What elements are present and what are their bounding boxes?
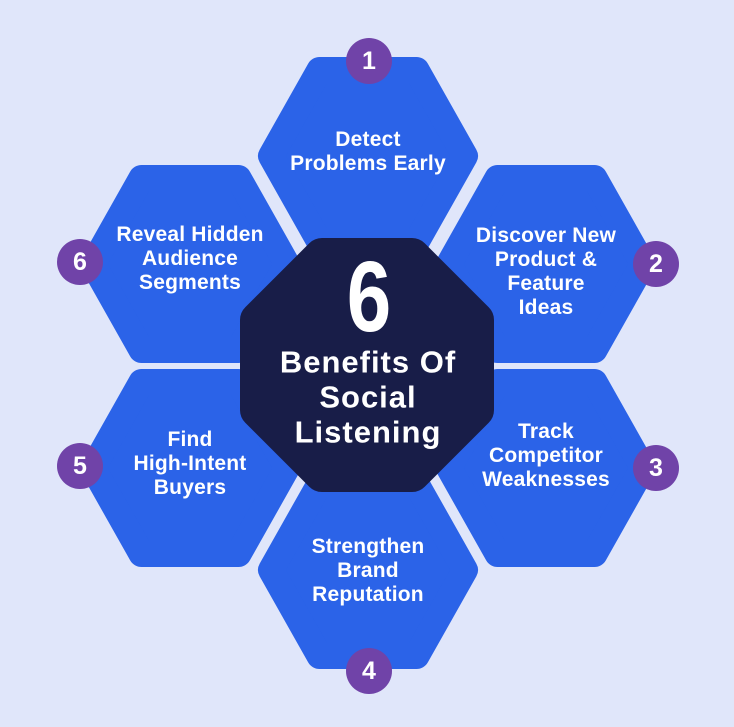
step-badge-number: 5 (73, 451, 87, 480)
benefit-label-line: Reputation (312, 583, 424, 606)
benefit-label-line: Problems Early (290, 152, 446, 175)
center-octagon-shape (240, 238, 494, 492)
step-badge-number: 6 (73, 247, 87, 276)
benefit-label-line: Strengthen (311, 535, 425, 558)
benefit-label-line: Product & (494, 248, 598, 271)
center-count-value: 6 (346, 241, 392, 353)
benefit-label-line: Segments (139, 271, 241, 294)
step-badge-2: 2 (633, 241, 679, 287)
step-badge-4: 4 (346, 648, 392, 694)
benefit-label-line: Competitor (489, 444, 603, 467)
hexagon-top-left-shape (80, 165, 300, 363)
step-badge-number: 4 (362, 656, 376, 685)
benefit-label-6: Reveal Hidden Audience Segments (75, 223, 305, 295)
step-badge-5: 5 (57, 443, 103, 489)
center-count: 6 (341, 247, 397, 347)
benefit-label-line: Track (518, 420, 574, 443)
center-title-line: Social (319, 379, 417, 415)
benefit-label-4: Strengthen Brand Reputation (263, 535, 473, 607)
benefit-label-line: Brand (337, 559, 399, 582)
benefit-label-5: Find High-Intent Buyers (80, 428, 300, 500)
benefit-label-line: Ideas (518, 296, 574, 319)
center-title: Benefits Of Social Listening (208, 345, 528, 450)
benefit-label-line: Find (167, 428, 213, 451)
benefit-label-line: Weaknesses (482, 468, 610, 491)
benefit-label-line: Feature (507, 272, 585, 295)
step-badge-3: 3 (633, 445, 679, 491)
step-badge-number: 2 (649, 249, 663, 278)
step-badge-number: 1 (362, 46, 376, 75)
benefit-label-line: Reveal Hidden (116, 223, 264, 246)
benefit-label-line: Audience (141, 247, 239, 270)
step-badge-1: 1 (346, 38, 392, 84)
benefit-label-line: High-Intent (133, 452, 247, 475)
benefit-label-line: Buyers (153, 476, 227, 499)
center-title-line: Benefits Of (279, 344, 457, 380)
benefit-label-line: Discover New (475, 224, 617, 247)
benefit-label-1: Detect Problems Early (253, 128, 483, 176)
benefit-label-line: Detect (335, 128, 401, 151)
step-badge-6: 6 (57, 239, 103, 285)
benefit-label-3: Track Competitor Weaknesses (441, 420, 651, 492)
hexagon-bottom-left-shape (80, 369, 300, 567)
center-title-line: Listening (294, 414, 442, 450)
benefit-label-2: Discover New Product & Feature Ideas (441, 224, 651, 320)
step-badge-number: 3 (649, 453, 663, 482)
